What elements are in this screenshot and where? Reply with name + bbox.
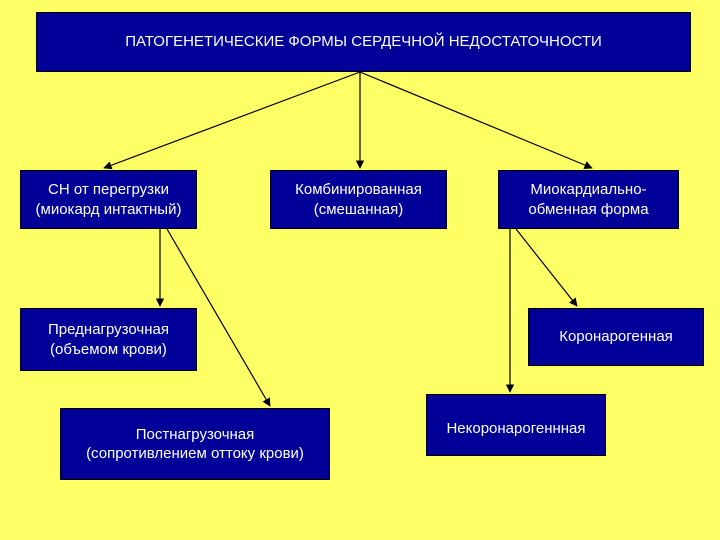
myocardial-form-box: Миокардиально- обменная форма [498, 170, 679, 229]
afterload-form-box: Постнагрузочная (сопротивлением оттоку к… [60, 408, 330, 480]
combined-form-line-1: Комбинированная [295, 181, 422, 198]
overload-form-line-2: (миокард интактный) [35, 200, 182, 218]
arrow-myocardial-to-coronary [515, 228, 578, 307]
arrow-title-to-overload [103, 71, 361, 170]
myocardial-form-line-2: обменная форма [528, 200, 649, 218]
coronary-form-label: Коронарогенная [559, 328, 673, 346]
overload-form-box: СН от перегрузки (миокард интактный) [20, 170, 197, 229]
arrow-overload-to-afterload [166, 228, 271, 407]
overload-form-line-1: СН от перегрузки [48, 181, 169, 198]
title-box: ПАТОГЕНЕТИЧЕСКИЕ ФОРМЫ СЕРДЕЧНОЙ НЕДОСТА… [36, 12, 691, 72]
coronary-form-box: Коронарогенная [528, 308, 704, 366]
preload-form-line-2: (объемом крови) [50, 340, 167, 358]
noncoronary-form-box: Некоронарогеннная [426, 394, 606, 456]
afterload-form-line-1: Постнагрузочная [135, 425, 255, 443]
preload-form-box: Преднагрузочная (объемом крови) [20, 308, 197, 371]
afterload-form-line-2: (сопротивлением оттоку крови) [86, 445, 304, 462]
combined-form-line-2: (смешанная) [313, 200, 404, 218]
diagram-title: ПАТОГЕНЕТИЧЕСКИЕ ФОРМЫ СЕРДЕЧНОЙ НЕДОСТА… [125, 33, 602, 51]
myocardial-form-line-1: Миокардиально- [530, 181, 647, 198]
noncoronary-form-label: Некоронарогеннная [446, 420, 586, 437]
combined-form-box: Комбинированная (смешанная) [270, 170, 447, 229]
arrow-title-to-myocardial [359, 71, 593, 169]
preload-form-line-1: Преднагрузочная [48, 321, 169, 338]
